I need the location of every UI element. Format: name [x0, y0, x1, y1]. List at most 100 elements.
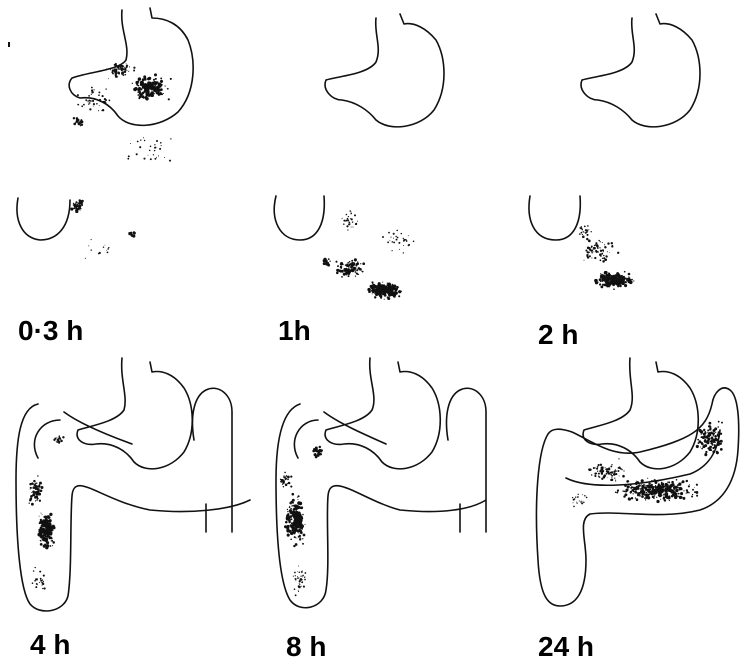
activity-dot [379, 290, 381, 292]
activity-dot [707, 440, 710, 443]
activity-dot [589, 469, 591, 471]
activity-dot [44, 531, 46, 533]
activity-dot [613, 279, 616, 282]
activity-dot [29, 503, 30, 504]
activity-dot [573, 506, 575, 508]
activity-dot [40, 519, 42, 521]
activity-dot [600, 281, 601, 282]
activity-dot [49, 520, 51, 522]
activity-dot [291, 493, 294, 496]
activity-dot [299, 503, 301, 505]
activity-dot [81, 200, 84, 203]
activity-dot [78, 121, 79, 122]
activity-dot [603, 251, 604, 252]
activity-dot [647, 489, 649, 491]
activity-dot [603, 474, 606, 477]
colon-outline [276, 388, 486, 607]
activity-dot [287, 513, 289, 515]
activity-dot [663, 496, 664, 497]
activity-dot [720, 433, 722, 435]
activity-dot [393, 238, 394, 239]
activity-dot [390, 237, 391, 238]
activity-dot [379, 286, 380, 287]
activity-dot [651, 490, 652, 491]
activity-dot [663, 494, 665, 496]
activity-dot [382, 282, 383, 283]
activity-dot [373, 284, 376, 287]
activity-dot [299, 584, 300, 585]
activity-dot [676, 479, 678, 481]
activity-dot [605, 469, 606, 470]
activity-dot [291, 522, 293, 524]
activity-dot [345, 272, 348, 275]
activity-dot [292, 510, 295, 513]
activity-dot [94, 98, 96, 100]
activity-dot [576, 502, 577, 503]
panel-2h: 2 h [529, 14, 700, 350]
activity-dot [147, 83, 150, 86]
activity-dot [75, 201, 77, 203]
activity-dot [584, 226, 586, 228]
activity-dot [99, 105, 100, 106]
activity-dot [674, 492, 675, 493]
activity-dot [714, 440, 715, 441]
activity-dot [583, 231, 584, 232]
activity-dot [615, 480, 616, 481]
activity-dot [665, 483, 668, 486]
activity-dot [81, 203, 83, 205]
activity-dot [615, 481, 616, 482]
activity-dot [62, 436, 64, 438]
activity-dot [291, 506, 292, 507]
activity-dot [606, 473, 608, 475]
activity-dot [163, 93, 164, 94]
activity-dot [73, 208, 75, 210]
activity-dot [372, 288, 375, 291]
activity-dot [30, 487, 32, 489]
activity-dot [287, 511, 288, 512]
activity-dot [296, 538, 297, 539]
activity-dot [80, 210, 81, 211]
activity-dot [143, 137, 144, 138]
activity-dot [290, 508, 292, 510]
activity-dot [634, 491, 637, 494]
isotope-activity [70, 63, 172, 259]
colon-outline [536, 388, 738, 606]
activity-dot [403, 245, 404, 246]
activity-dot [705, 451, 707, 453]
activity-dot [721, 422, 723, 424]
activity-dot [659, 485, 661, 487]
activity-dot [299, 538, 301, 540]
activity-dot [345, 220, 347, 222]
activity-dot [357, 263, 358, 264]
activity-dot [645, 499, 646, 500]
activity-dot [647, 478, 648, 479]
activity-dot [297, 497, 298, 498]
activity-dot [692, 489, 694, 491]
activity-dot [710, 428, 711, 429]
activity-dot [292, 505, 294, 507]
activity-dot [348, 223, 350, 225]
activity-dot [604, 246, 605, 247]
activity-dot [600, 464, 602, 466]
activity-dot [615, 491, 617, 493]
activity-dot [601, 280, 603, 282]
activity-dot [596, 251, 598, 253]
panel-label: 24 h [538, 631, 594, 662]
activity-dot [35, 491, 37, 493]
activity-dot [356, 223, 357, 224]
activity-dot [718, 431, 720, 433]
activity-dot [715, 438, 717, 440]
activity-dot [298, 533, 299, 534]
activity-dot [370, 289, 371, 290]
activity-dot [349, 264, 350, 265]
activity-dot [616, 471, 617, 472]
activity-dot [353, 269, 355, 271]
activity-dot [395, 289, 398, 292]
activity-dot [597, 466, 599, 468]
activity-dot [594, 467, 595, 468]
activity-dot [299, 528, 301, 530]
activity-dot [351, 213, 352, 214]
activity-dot [133, 88, 137, 92]
activity-dot [73, 123, 76, 126]
